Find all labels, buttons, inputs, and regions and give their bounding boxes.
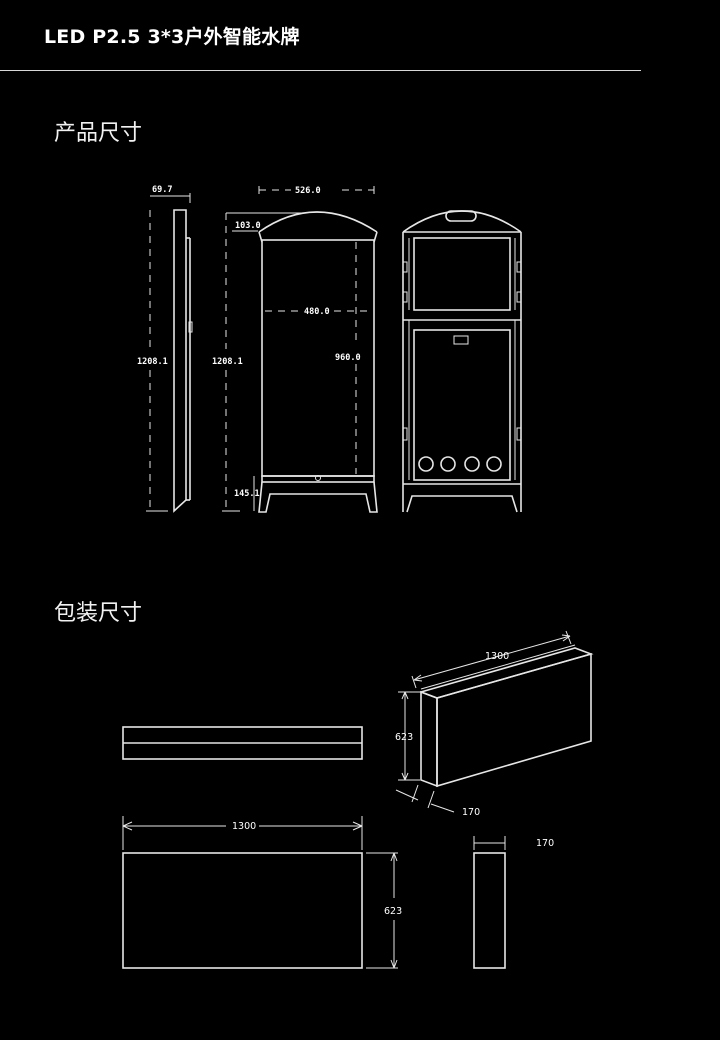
screen-width-dim-label: 480.0 bbox=[304, 307, 330, 317]
base-height-dim-label: 145.1 bbox=[234, 489, 260, 499]
product-dimensions-title: 产品尺寸 bbox=[54, 121, 143, 146]
front-height-dim-label-pkg: 623 bbox=[384, 906, 402, 917]
side-height-dim-label: 1208.1 bbox=[137, 357, 168, 367]
screen-height-dim-label: 960.0 bbox=[335, 353, 361, 363]
package-isometric-drawing: 1300 623 170 bbox=[395, 630, 594, 818]
iso-length-dim-label: 1300 bbox=[485, 651, 509, 662]
front-height-dim-label: 1208.1 bbox=[212, 357, 243, 367]
back-view-drawing bbox=[402, 210, 522, 513]
front-view-drawing: 526.0 103.0 1208.1 145.1 480.0 960.0 bbox=[212, 186, 378, 513]
page-title: LED P2.5 3*3户外智能水牌 bbox=[44, 26, 300, 48]
iso-depth-dim-label: 170 bbox=[462, 807, 480, 818]
arch-height-dim-label: 103.0 bbox=[235, 221, 261, 231]
front-length-dim-label: 1300 bbox=[232, 821, 256, 832]
package-top-view-drawing bbox=[122, 726, 363, 760]
iso-height-dim-label: 623 bbox=[395, 732, 413, 743]
package-side-view-drawing: 170 bbox=[473, 836, 554, 969]
side-view-drawing: 69.7 1208.1 bbox=[137, 185, 193, 513]
package-dimensions-title: 包装尺寸 bbox=[54, 601, 143, 626]
package-front-view-drawing: 1300 623 bbox=[122, 816, 402, 969]
side-depth-dim-label: 170 bbox=[536, 838, 554, 849]
depth-dim-label: 69.7 bbox=[152, 185, 172, 195]
header-divider bbox=[0, 70, 641, 71]
width-dim-label: 526.0 bbox=[295, 186, 321, 196]
